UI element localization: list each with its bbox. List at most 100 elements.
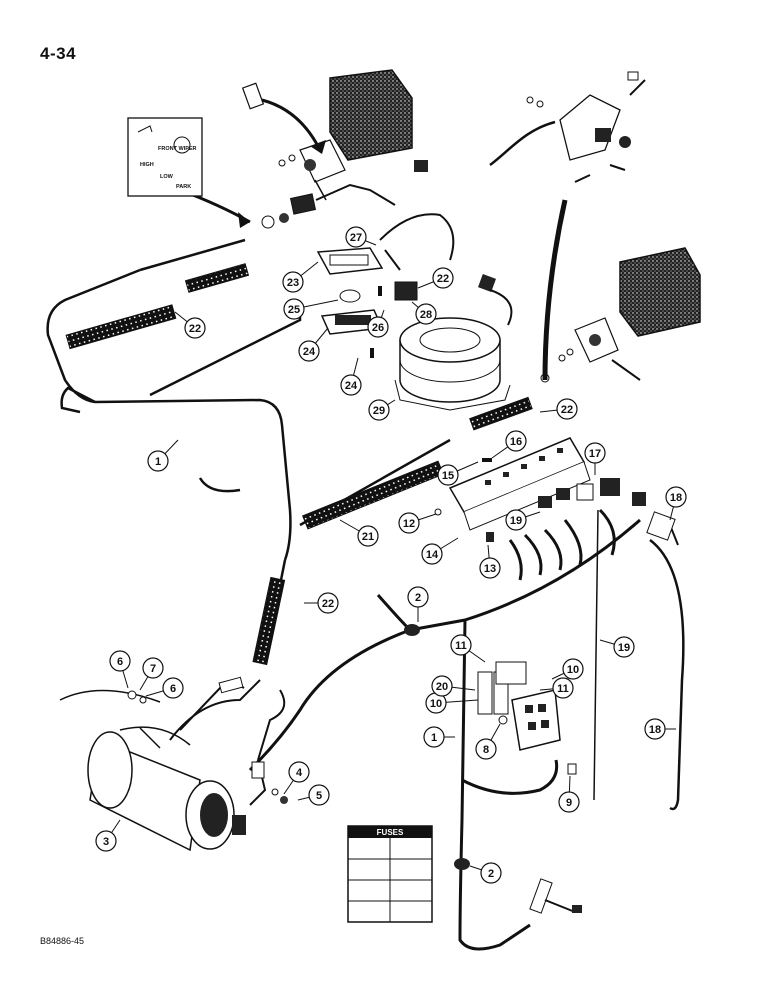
callout-circle — [298, 340, 320, 362]
callout-number: 9 — [566, 797, 572, 809]
callout-circle — [283, 298, 305, 320]
callout-circle — [345, 226, 367, 248]
callout-circle — [423, 726, 445, 748]
rod-19 — [593, 509, 599, 801]
callout-circle — [282, 271, 304, 293]
callout-number: 28 — [420, 309, 432, 321]
callout-number: 11 — [455, 640, 467, 652]
callout-number: 25 — [288, 304, 300, 316]
callout-number: 2 — [415, 592, 421, 604]
callout-circle — [475, 738, 497, 760]
callout-number: 1 — [155, 456, 161, 468]
callout-number: 10 — [430, 698, 442, 710]
callout-number: 16 — [510, 436, 522, 448]
callout-circle — [552, 677, 574, 699]
callout-number: 29 — [373, 405, 385, 417]
callout-number: 17 — [589, 448, 601, 460]
fuses-title: FUSES — [377, 828, 404, 837]
callout-circle — [432, 267, 454, 289]
work-lamp-front — [241, 69, 413, 201]
callout-number: 22 — [437, 273, 449, 285]
strip-22-b — [184, 263, 250, 293]
strip-22-d — [469, 396, 533, 431]
callout-circle — [340, 374, 362, 396]
callout-circle — [421, 543, 443, 565]
callout-number: 6 — [170, 683, 176, 695]
callout-number: 1 — [431, 732, 437, 744]
callout-circle — [357, 525, 379, 547]
switch-panel — [448, 437, 591, 531]
callout-number: 18 — [649, 724, 661, 736]
callout-circle — [317, 592, 339, 614]
callout-circle — [613, 636, 635, 658]
callout-number: 19 — [510, 515, 522, 527]
callout-circle — [584, 442, 606, 464]
callout-number: 21 — [362, 531, 374, 543]
callout-number: 3 — [103, 836, 109, 848]
arrow-bracket-to-lamp — [261, 98, 322, 151]
callout-circle — [147, 450, 169, 472]
callout-number: 5 — [316, 790, 322, 802]
decal-park: PARK — [176, 184, 191, 190]
decal-front-wiper: FRONT WIPER — [158, 146, 197, 152]
panel-switches — [538, 478, 646, 508]
callout-circle — [415, 303, 437, 325]
callout-number: 27 — [350, 232, 362, 244]
callout-number: 2 — [488, 868, 494, 880]
callout-circle — [505, 430, 527, 452]
callout-number: 24 — [345, 380, 358, 392]
decal-high: HIGH — [140, 162, 154, 168]
callout-number: 15 — [442, 470, 454, 482]
callout-number: 23 — [287, 277, 299, 289]
callout-circle — [95, 830, 117, 852]
callout-number: 8 — [483, 744, 489, 756]
callout-number: 22 — [561, 404, 573, 416]
callout-circle — [142, 657, 164, 679]
callout-number: 22 — [189, 323, 201, 335]
work-lamp-rear — [540, 247, 701, 383]
connectors-20 — [508, 508, 616, 581]
callout-circle — [184, 317, 206, 339]
callout-number: 7 — [150, 663, 156, 675]
callout-circle — [398, 512, 420, 534]
callout-number: 26 — [372, 322, 384, 334]
blower-motor — [59, 689, 246, 852]
figure-code: B84886-45 — [40, 936, 85, 946]
callout-number: 14 — [426, 549, 439, 561]
callout-circle — [288, 761, 310, 783]
callout-circle — [558, 791, 580, 813]
callout-circle — [368, 399, 390, 421]
callout-circle — [407, 586, 429, 608]
callout-number: 12 — [403, 518, 415, 530]
main-harness-upper — [46, 238, 451, 661]
callout-number: 6 — [117, 656, 123, 668]
callout-number: 4 — [296, 767, 303, 779]
callouts: 1122345667891010111112131415161718181919… — [95, 226, 687, 884]
callout-number: 11 — [557, 683, 569, 695]
callout-number: 19 — [618, 642, 630, 654]
callout-circle — [665, 486, 687, 508]
connector-bottom — [529, 878, 582, 914]
strip-22-e — [252, 576, 286, 666]
fuses-decal: FUSES — [347, 825, 433, 923]
callout-circle — [450, 634, 472, 656]
rear-wiper-bracket — [489, 71, 646, 183]
page-number: 4-34 — [40, 44, 77, 63]
switch-23 — [394, 274, 496, 301]
wiper-switch — [261, 160, 428, 229]
callout-circle — [308, 784, 330, 806]
callout-circle — [109, 650, 131, 672]
callout-circle — [431, 675, 453, 697]
strip-22-a — [65, 304, 177, 350]
main-harness-lower — [248, 518, 641, 951]
callout-circle — [644, 718, 666, 740]
callout-number: 18 — [670, 492, 682, 504]
wiper-decal: FRONT WIPER HIGH LOW PARK — [127, 117, 203, 197]
rear-wiper-cable — [542, 199, 568, 381]
fuse-blocks — [477, 661, 577, 775]
callout-number: 22 — [322, 598, 334, 610]
dome-light-parts — [316, 247, 384, 358]
callout-circle — [505, 509, 527, 531]
callout-number: 20 — [436, 681, 448, 693]
